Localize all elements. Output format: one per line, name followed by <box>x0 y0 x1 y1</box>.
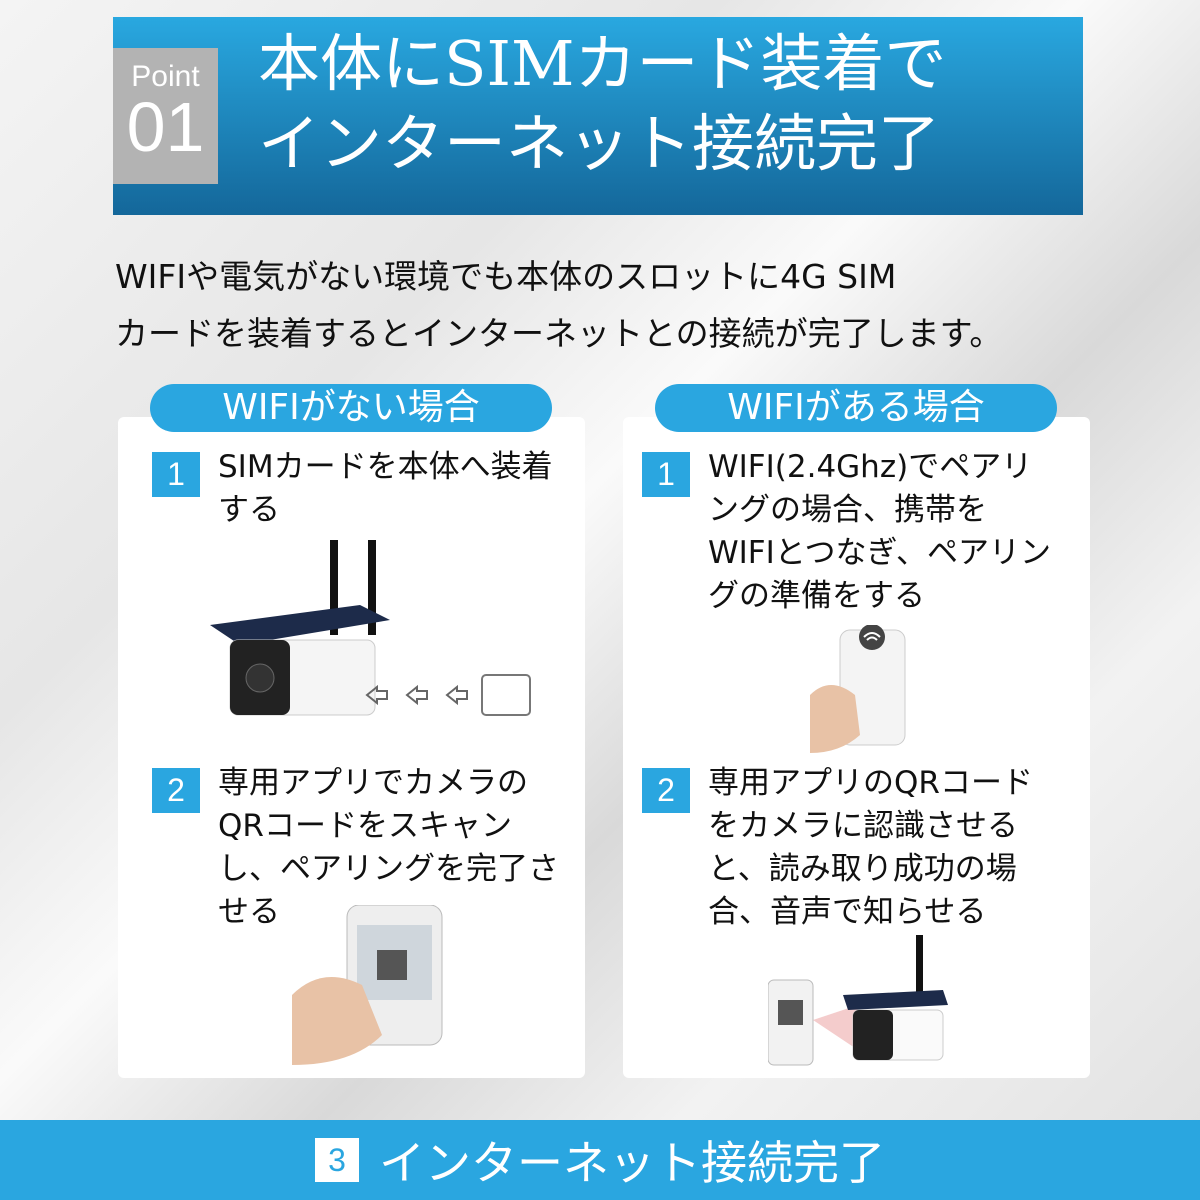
step-number: 1 <box>642 452 690 497</box>
right-step-1: 1 WIFI(2.4Ghz)でペアリングの場合、携帯をWIFIとつなぎ、ペアリン… <box>642 449 1053 618</box>
point-badge: Point 01 <box>113 48 218 184</box>
left-step-1: 1 SIMカードを本体へ装着する <box>152 449 563 532</box>
step-text: WIFI(2.4Ghz)でペアリングの場合、携帯をWIFIとつなぎ、ペアリングの… <box>708 449 1051 614</box>
card-with-wifi <box>623 417 1090 1078</box>
step-number: 2 <box>642 768 690 813</box>
step-number: 1 <box>152 452 200 497</box>
header-banner <box>113 17 1083 215</box>
bottom-text: インターネット接続完了 <box>379 1136 885 1190</box>
pill-with-wifi: WIFIがある場合 <box>655 384 1057 432</box>
step-text: 専用アプリでカメラのQRコードをスキャンし、ペアリングを完了させる <box>218 765 559 930</box>
camera-qr-illustration <box>768 935 948 1066</box>
title-line-1: 本体にSIMカード装着で <box>258 27 947 100</box>
pill-no-wifi: WIFIがない場合 <box>150 384 552 432</box>
title-line-2: インターネット接続完了 <box>258 107 941 180</box>
intro-line-2: カードを装着するとインターネットとの接続が完了します。 <box>115 314 1003 353</box>
step-text: 専用アプリのQRコードをカメラに認識させると、読み取り成功の場合、音声で知らせる <box>708 765 1033 930</box>
intro-text: WIFIや電気がない環境でも本体のスロットに4G SIM カードを装着するとイン… <box>115 248 1002 362</box>
sim-card-icon <box>481 674 531 716</box>
phone-scan-illustration <box>292 905 443 1065</box>
point-number: 01 <box>126 88 205 166</box>
step-number: 3 <box>315 1138 359 1182</box>
step-number: 2 <box>152 768 200 813</box>
phone-wifi-illustration <box>810 625 906 753</box>
camera-sim-illustration <box>210 540 531 716</box>
right-step-2: 2 専用アプリのQRコードをカメラに認識させると、読み取り成功の場合、音声で知ら… <box>642 765 1053 934</box>
left-step-2: 2 専用アプリでカメラのQRコードをスキャンし、ペアリングを完了させる <box>152 765 563 934</box>
step-text: SIMカードを本体へ装着する <box>218 449 553 528</box>
point-label: Point <box>131 60 200 93</box>
bottom-banner: 3 インターネット接続完了 <box>0 1120 1200 1200</box>
page-title: 本体にSIMカード装着で インターネット接続完了 <box>258 24 1078 184</box>
arrow-left-icon <box>365 684 468 706</box>
intro-line-1: WIFIや電気がない環境でも本体のスロットに4G SIM <box>115 257 897 296</box>
